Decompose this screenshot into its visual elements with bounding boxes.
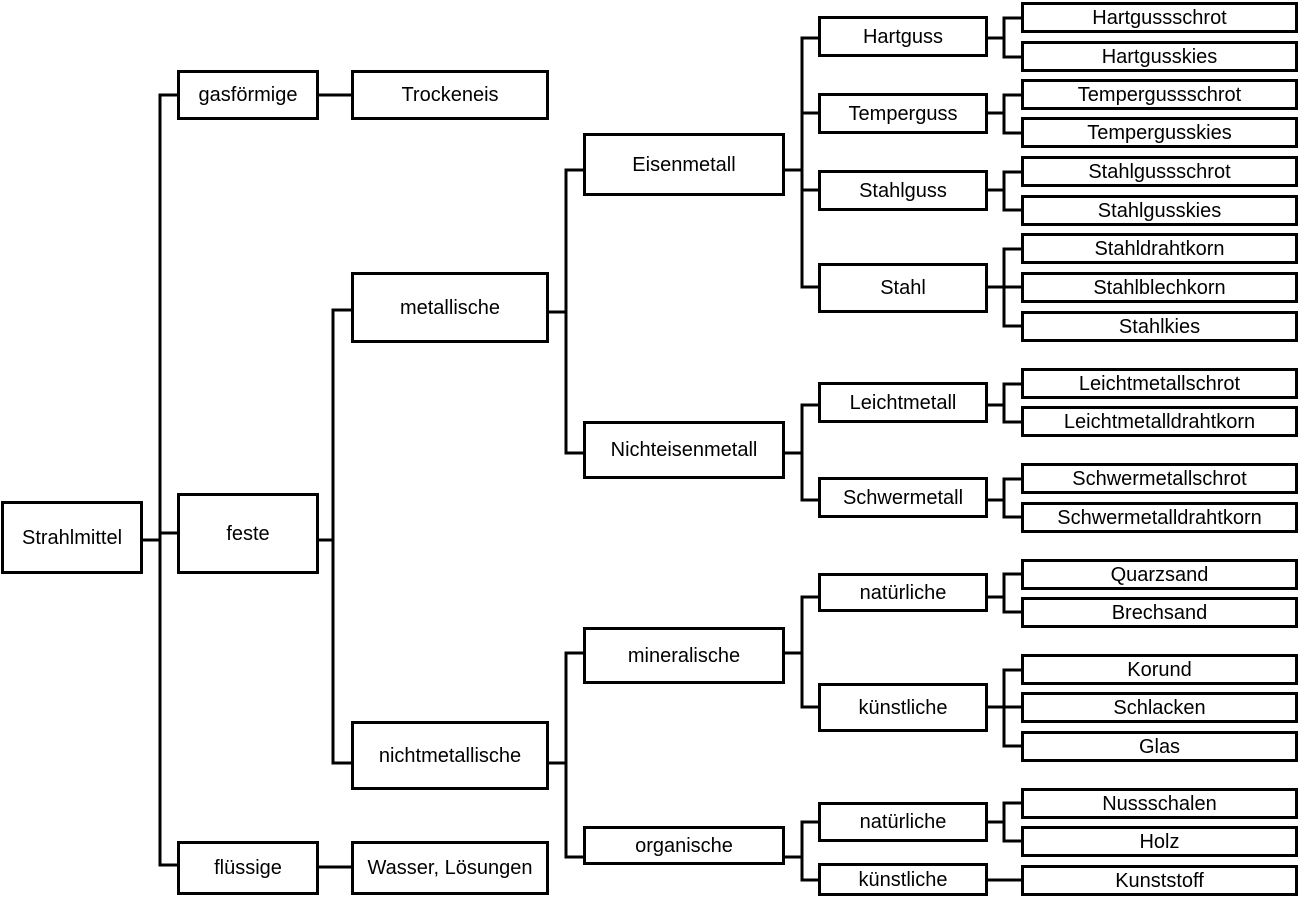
node-mineralische-kuenstliche: künstliche	[818, 683, 988, 732]
node-organische-kuenstliche: künstliche	[818, 863, 988, 896]
node-organische-natuerliche: natürliche	[818, 802, 988, 842]
leaf-hartgussschrot: Hartgussschrot	[1021, 2, 1298, 33]
node-stahlguss: Stahlguss	[818, 170, 988, 211]
leaf-brechsand: Brechsand	[1021, 597, 1298, 628]
node-hartguss: Hartguss	[818, 16, 988, 57]
node-mineralische: mineralische	[583, 627, 785, 684]
leaf-glas: Glas	[1021, 731, 1298, 762]
node-leichtmetall: Leichtmetall	[818, 382, 988, 423]
leaf-tempergusskies: Tempergusskies	[1021, 117, 1298, 148]
leaf-schlacken: Schlacken	[1021, 692, 1298, 723]
leaf-leichtmetallschrot: Leichtmetallschrot	[1021, 368, 1298, 399]
leaf-holz: Holz	[1021, 826, 1298, 857]
leaf-hartgusskies: Hartgusskies	[1021, 41, 1298, 72]
leaf-stahlgussschrot: Stahlgussschrot	[1021, 156, 1298, 187]
node-stahl: Stahl	[818, 263, 988, 313]
node-eisenmetall: Eisenmetall	[583, 133, 785, 196]
leaf-tempergussschrot: Tempergussschrot	[1021, 79, 1298, 110]
node-wasser-loesungen: Wasser, Lösungen	[351, 841, 549, 895]
leaf-kunststoff: Kunststoff	[1021, 865, 1298, 896]
node-fluessige: flüssige	[177, 841, 319, 895]
node-mineralische-natuerliche: natürliche	[818, 573, 988, 612]
leaf-stahlkies: Stahlkies	[1021, 311, 1298, 342]
node-schwermetall: Schwermetall	[818, 477, 988, 518]
leaf-stahlblechkorn: Stahlblechkorn	[1021, 272, 1298, 303]
leaf-stahldrahtkorn: Stahldrahtkorn	[1021, 233, 1298, 264]
node-nichtmetallische: nichtmetallische	[351, 721, 549, 790]
leaf-leichtmetalldrahtkorn: Leichtmetalldrahtkorn	[1021, 406, 1298, 437]
node-nichteisenmetall: Nichteisenmetall	[583, 421, 785, 479]
node-feste: feste	[177, 493, 319, 574]
node-temperguss: Temperguss	[818, 93, 988, 134]
node-gasfoermige: gasförmige	[177, 70, 319, 120]
node-organische: organische	[583, 826, 785, 865]
leaf-nussschalen: Nussschalen	[1021, 788, 1298, 819]
leaf-stahlgusskies: Stahlgusskies	[1021, 195, 1298, 226]
node-metallische: metallische	[351, 272, 549, 343]
node-strahlmittel: Strahlmittel	[1, 501, 143, 574]
node-trockeneis: Trockeneis	[351, 70, 549, 120]
leaf-schwermetallschrot: Schwermetallschrot	[1021, 463, 1298, 494]
leaf-korund: Korund	[1021, 654, 1298, 685]
leaf-schwermetalldrahtkorn: Schwermetalldrahtkorn	[1021, 502, 1298, 533]
leaf-quarzsand: Quarzsand	[1021, 559, 1298, 590]
